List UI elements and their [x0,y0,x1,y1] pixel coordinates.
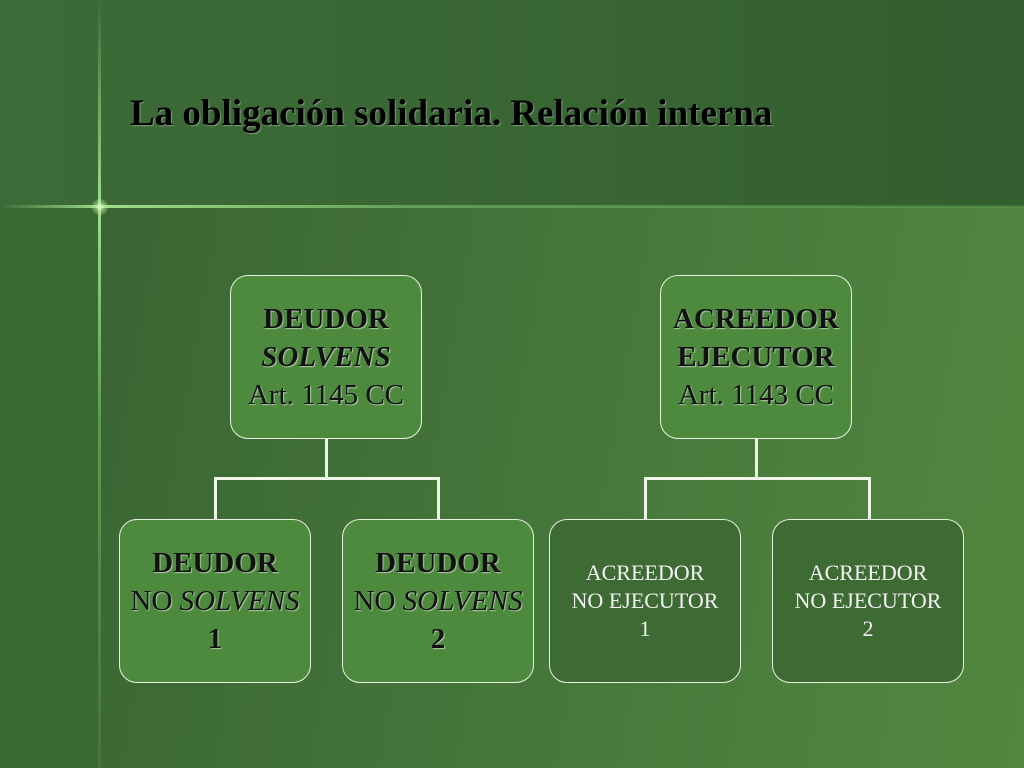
node-deudor-no-solvens-2-line2: NO SOLVENS [354,582,523,620]
node-acreedor-ejecutor-line2: EJECUTOR [677,341,835,373]
accent-glow-point [92,199,108,215]
right-child1-stem [644,477,647,519]
node-acreedor-no-ejecutor-1-line2: NO EJECUTOR [571,588,719,613]
node-deudor-no-solvens-2: DEUDOR NO SOLVENS 2 [342,519,534,683]
node-deudor-no-solvens-2-line2-prefix: NO [353,585,403,617]
node-acreedor-no-ejecutor-1-line1: ACREEDOR [585,560,705,585]
title-band [0,0,1024,207]
node-deudor-no-solvens-1: DEUDOR NO SOLVENS 1 [119,519,311,683]
node-acreedor-ejecutor: ACREEDOR EJECUTOR Art. 1143 CC [660,275,852,439]
node-acreedor-ejecutor-line1: ACREEDOR [673,303,839,335]
node-deudor-no-solvens-2-line2-term: SOLVENS [402,585,523,617]
right-child2-stem [868,477,871,519]
horizontal-accent-line [0,205,1024,208]
right-root-stem [755,439,758,479]
node-deudor-no-solvens-1-line2-prefix: NO [130,585,180,617]
node-acreedor-no-ejecutor-2-line2: NO EJECUTOR [794,588,942,613]
node-deudor-no-solvens-1-line3: 1 [207,623,223,655]
left-horizontal-bar [214,477,440,480]
left-root-stem [325,439,328,479]
left-child2-stem [437,477,440,519]
vertical-accent-line [98,0,101,768]
node-deudor-no-solvens-1-line1: DEUDOR [152,547,278,579]
left-margin-strip [0,207,99,768]
right-horizontal-bar [644,477,871,480]
left-child1-stem [214,477,217,519]
node-deudor-no-solvens-2-line1: DEUDOR [375,547,501,579]
node-acreedor-no-ejecutor-1-line3: 1 [639,616,651,641]
node-deudor-no-solvens-2-line3: 2 [430,623,446,655]
node-deudor-solvens-line1: DEUDOR [263,303,389,335]
node-deudor-no-solvens-1-line2: NO SOLVENS [131,582,300,620]
node-acreedor-no-ejecutor-1: ACREEDOR NO EJECUTOR 1 [549,519,741,683]
node-acreedor-no-ejecutor-2-line1: ACREEDOR [808,560,928,585]
node-acreedor-no-ejecutor-2-line3: 2 [862,616,874,641]
node-acreedor-ejecutor-line3: Art. 1143 CC [677,379,835,411]
slide-title: La obligación solidaria. Relación intern… [130,93,773,134]
node-acreedor-no-ejecutor-2: ACREEDOR NO EJECUTOR 2 [772,519,964,683]
node-deudor-solvens-line2: SOLVENS [261,341,391,373]
node-deudor-no-solvens-1-line2-term: SOLVENS [179,585,300,617]
node-deudor-solvens-line3: Art. 1145 CC [247,379,405,411]
node-deudor-solvens: DEUDOR SOLVENS Art. 1145 CC [230,275,422,439]
